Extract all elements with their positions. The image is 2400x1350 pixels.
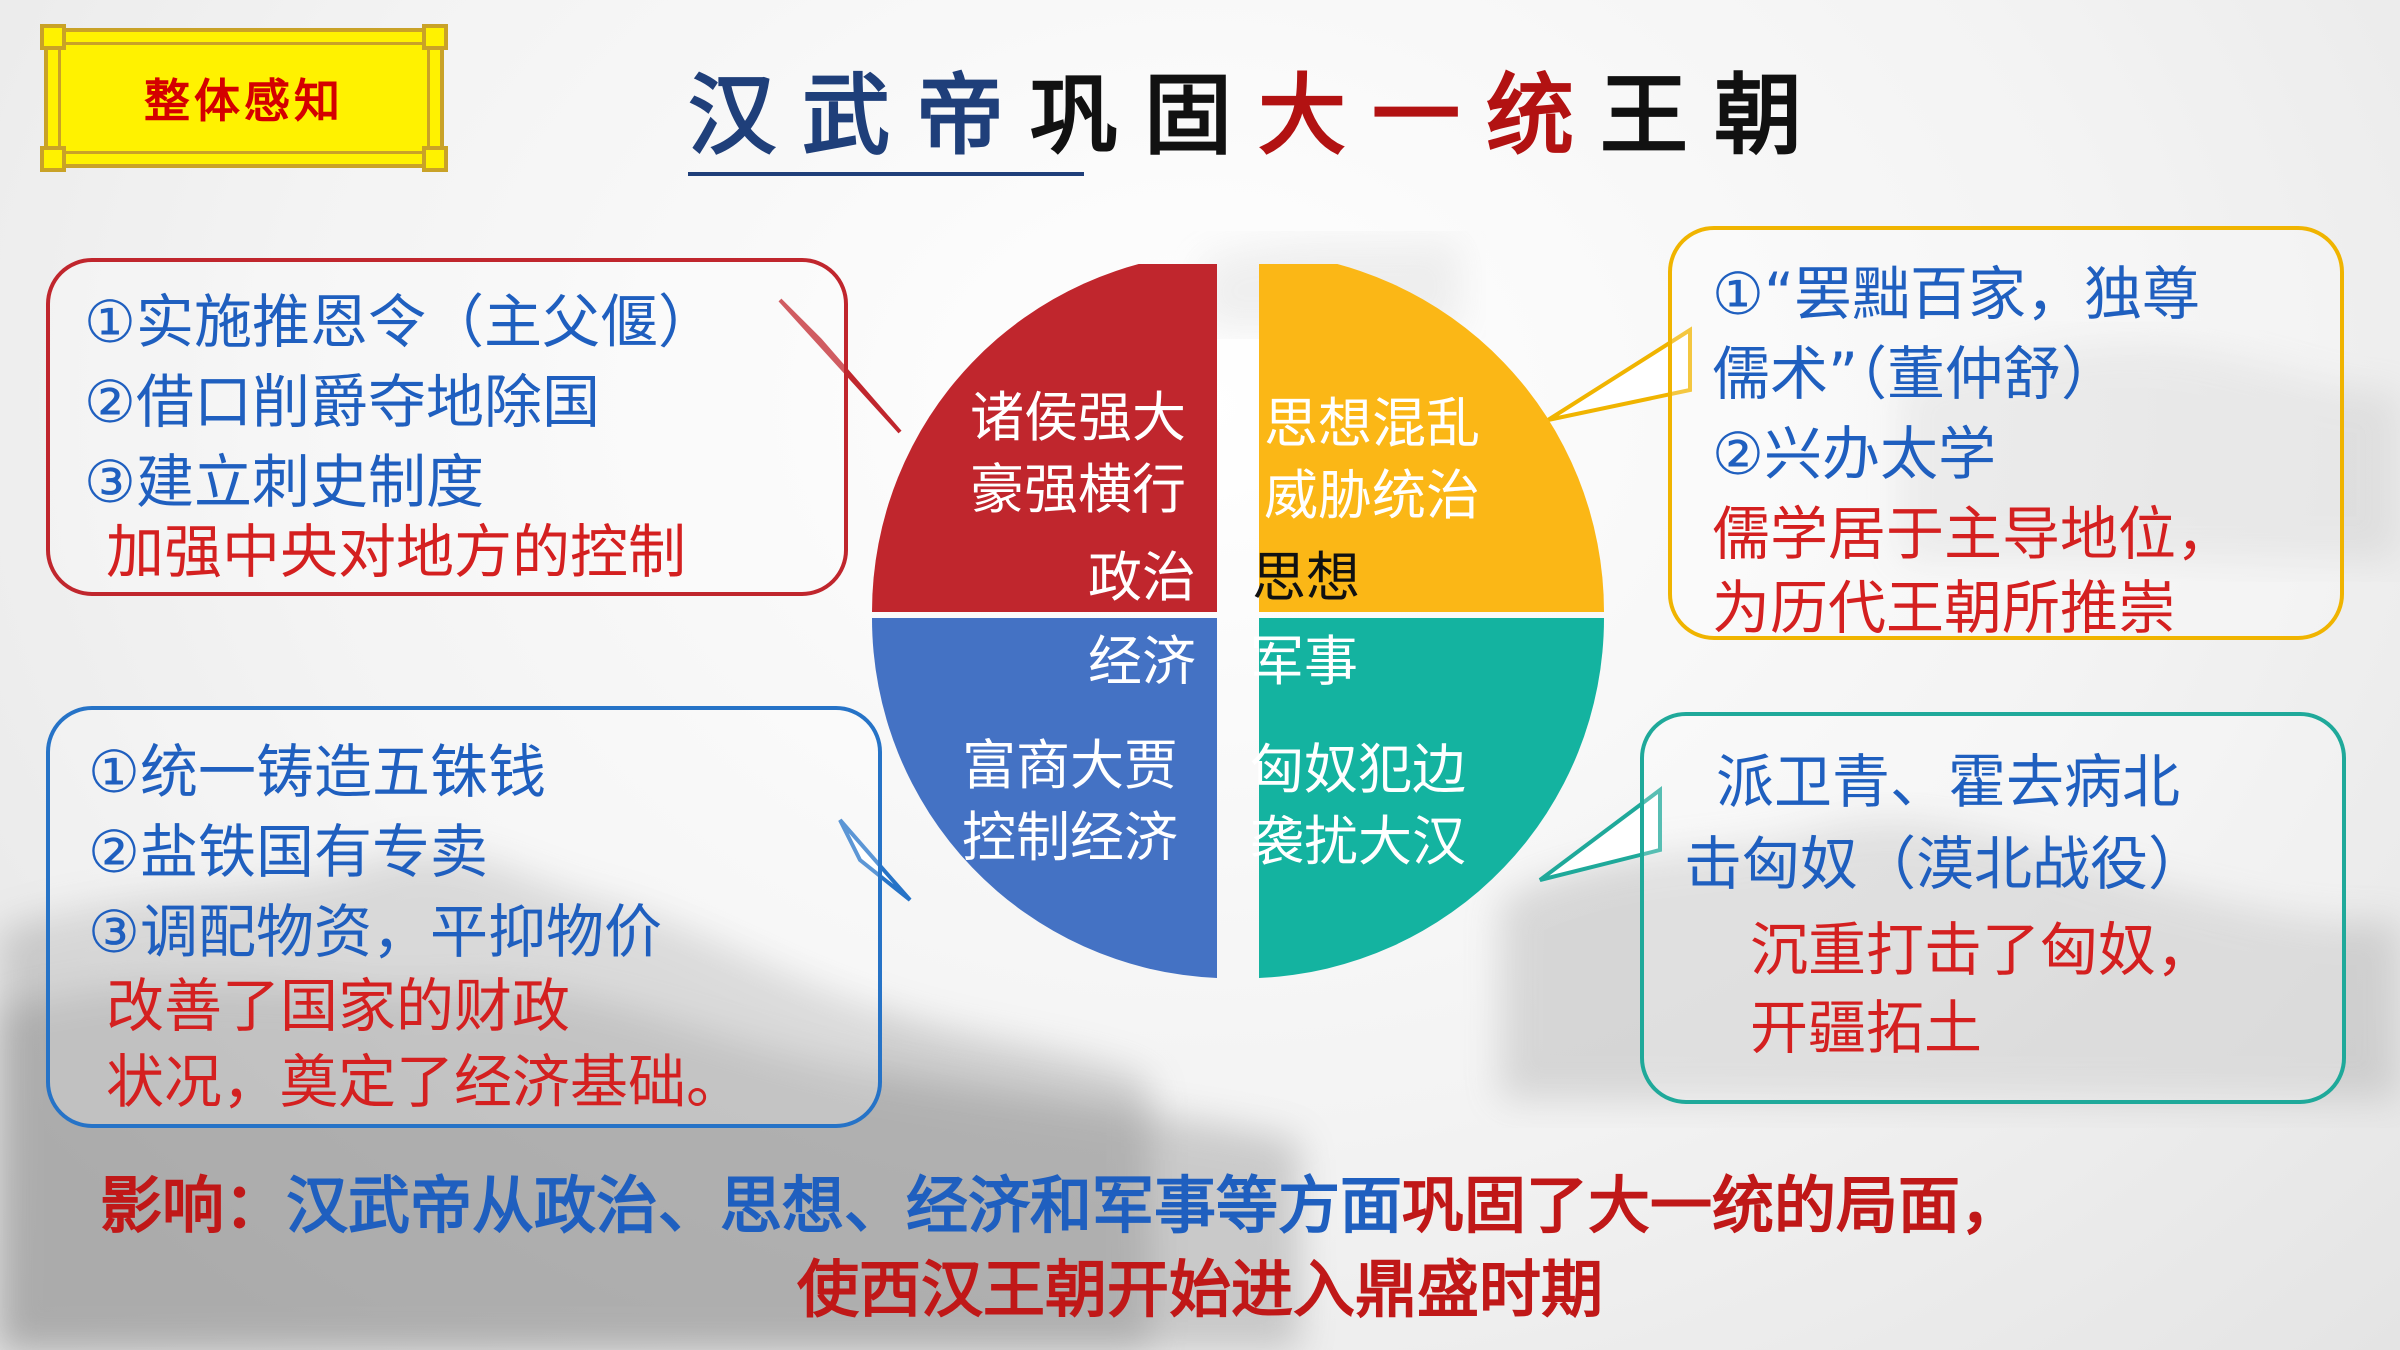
title-underline xyxy=(688,172,1084,176)
impact-blue-text: 汉武帝从政治、思想、经济和军事等方面 xyxy=(286,1169,1403,1242)
callout-military: 派卫青、霍去病北 击匈奴（漠北战役） 沉重打击了匈奴， 开疆拓土 xyxy=(1640,712,2346,1104)
military-result: 开疆拓土 xyxy=(1750,994,1983,1062)
economy-result: 状况，奠定了经济基础。 xyxy=(106,1048,745,1116)
politics-problem: 豪强横行 xyxy=(970,458,1186,521)
military-measure: 派卫青、霍去病北 xyxy=(1716,748,2181,816)
politics-result: 加强中央对地方的控制 xyxy=(106,518,687,586)
title-part-2: 巩固 xyxy=(1030,63,1259,167)
thought-measure: ②兴办太学 xyxy=(1712,420,1996,488)
impact-prefix: 影响： xyxy=(100,1169,287,1242)
politics-label: 政治 xyxy=(1088,546,1196,609)
military-problem: 袭扰大汉 xyxy=(1250,810,1466,873)
page-title: 汉武帝巩固大一统王朝 xyxy=(688,60,1828,170)
callout-politics: ①实施推恩令（主父偃） ②借口削爵夺地除国 ③建立刺史制度 加强中央对地方的控制 xyxy=(46,258,848,596)
section-badge: 整体感知 xyxy=(40,24,448,172)
thought-measure: ①“罢黜百家，独尊 xyxy=(1712,260,2201,328)
thought-problem: 思想混乱 xyxy=(1264,392,1480,455)
economy-measure: ①统一铸造五铢钱 xyxy=(88,738,546,806)
economy-label: 经济 xyxy=(1088,630,1196,693)
economy-measure: ②盐铁国有专卖 xyxy=(88,818,488,886)
military-measure: 击匈奴（漠北战役） xyxy=(1684,830,2207,898)
title-part-3: 大一统 xyxy=(1258,63,1601,167)
politics-measure: ②借口削爵夺地除国 xyxy=(84,368,600,436)
military-label: 军事 xyxy=(1250,630,1358,693)
callout-economy: ①统一铸造五铢钱 ②盐铁国有专卖 ③调配物资，平抑物价 改善了国家的财政 状况，… xyxy=(46,706,882,1128)
title-part-4: 王朝 xyxy=(1600,63,1829,167)
economy-problem: 控制经济 xyxy=(962,806,1178,869)
badge-corner xyxy=(40,24,66,50)
thought-result: 儒学居于主导地位， xyxy=(1712,500,2235,568)
politics-measure: ①实施推恩令（主父偃） xyxy=(84,288,716,356)
economy-problem: 富商大贾 xyxy=(962,734,1178,797)
badge-label: 整体感知 xyxy=(144,74,344,128)
title-part-1: 汉武帝 xyxy=(688,63,1031,167)
quadrant-politics xyxy=(871,264,1217,612)
quadrant-military xyxy=(1259,618,1605,978)
thought-measure: 儒术”（董仲舒） xyxy=(1712,340,2120,408)
badge-corner xyxy=(40,146,66,172)
quadrant-economy xyxy=(871,618,1217,978)
economy-result: 改善了国家的财政 xyxy=(106,972,571,1040)
impact-summary-line2: 使西汉王朝开始进入鼎盛时期 xyxy=(796,1253,1603,1326)
four-aspect-circle: 诸侯强大 豪强横行 政治 思想混乱 威胁统治 思想 经济 富商大贾 控制经济 军… xyxy=(870,264,1610,984)
military-result: 沉重打击了匈奴， xyxy=(1750,916,2215,984)
thought-result: 为历代王朝所推崇 xyxy=(1712,574,2177,642)
impact-red-text: 巩固了大一统的局面， xyxy=(1402,1169,2023,1242)
quadrant-shapes xyxy=(871,264,1605,978)
callout-thought: ①“罢黜百家，独尊 儒术”（董仲舒） ②兴办太学 儒学居于主导地位， 为历代王朝… xyxy=(1668,226,2344,642)
thought-label: 思想 xyxy=(1252,546,1360,609)
politics-measure: ③建立刺史制度 xyxy=(84,448,484,516)
politics-problem: 诸侯强大 xyxy=(970,386,1186,449)
impact-summary: 影响：汉武帝从政治、思想、经济和军事等方面巩固了大一统的局面， xyxy=(100,1168,2022,1244)
thought-problem: 威胁统治 xyxy=(1264,464,1480,527)
military-problem: 匈奴犯边 xyxy=(1250,738,1466,801)
economy-measure: ③调配物资，平抑物价 xyxy=(88,898,662,966)
badge-corner xyxy=(422,24,448,50)
quadrant-thought xyxy=(1259,264,1605,612)
badge-corner xyxy=(422,146,448,172)
